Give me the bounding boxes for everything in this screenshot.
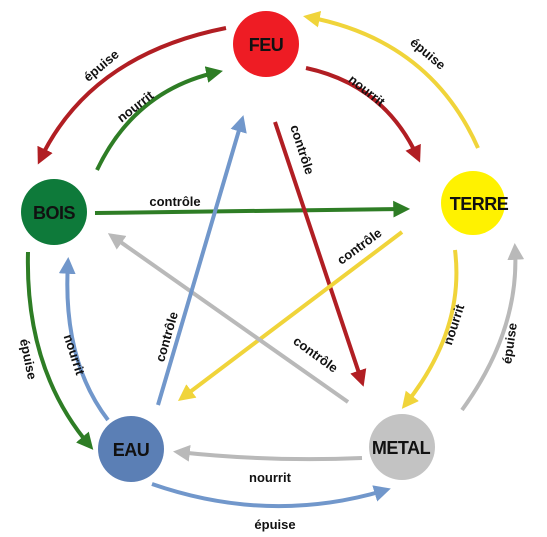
arrow-terre-epuise-feu (303, 10, 480, 149)
node-bois-label: BOIS (33, 203, 76, 223)
arrow-bois-epuise-eau (25, 251, 94, 450)
node-terre-label: TERRE (450, 194, 509, 214)
label-terre-nourrit-metal: nourrit (440, 302, 467, 347)
node-feu: FEU (233, 11, 299, 77)
arrow-metal-epuise-terre (460, 242, 525, 412)
arrow-feu-controle-metal (273, 121, 367, 387)
arrow-eau-controle-feu (156, 115, 247, 406)
label-bois-nourrit-feu: nourrit (114, 87, 157, 125)
label-metal-nourrit-eau: nourrit (249, 470, 292, 485)
arrow-metal-controle-bois (107, 233, 350, 404)
arrow-terre-nourrit-metal (401, 249, 459, 409)
label-eau-nourrit-bois: nourrit (61, 332, 88, 377)
arrow-feu-nourrit-terre (305, 66, 421, 163)
node-eau-label: EAU (113, 440, 150, 460)
node-feu-label: FEU (249, 35, 284, 55)
node-terre: TERRE (441, 171, 509, 235)
node-metal-label: METAL (372, 438, 431, 458)
label-terre-controle-eau: contrôle (334, 225, 384, 267)
label-feu-epuise-bois: épuise (81, 47, 122, 85)
arrow-terre-controle-eau (177, 230, 404, 402)
label-metal-epuise-terre: épuise (499, 322, 520, 365)
node-eau: EAU (98, 416, 164, 482)
arrow-eau-nourrit-bois (58, 256, 110, 422)
label-feu-nourrit-terre: nourrit (346, 72, 389, 110)
arrow-bois-controle-terre (94, 200, 411, 218)
label-eau-epuise-metal: épuise (254, 517, 295, 532)
label-terre-epuise-feu: épuise (407, 35, 448, 73)
arrow-feu-epuise-bois (37, 26, 227, 165)
arrow-eau-epuise-metal (151, 482, 391, 509)
node-bois: BOIS (21, 179, 87, 245)
node-metal: METAL (369, 414, 435, 480)
arrow-metal-nourrit-eau (172, 444, 363, 462)
label-bois-controle-terre: contrôle (149, 194, 200, 209)
arrow-bois-nourrit-feu (95, 66, 223, 171)
